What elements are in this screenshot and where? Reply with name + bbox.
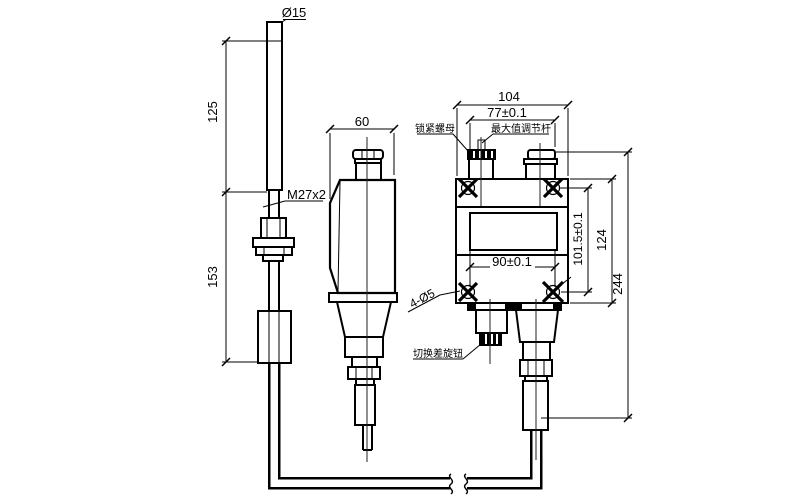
bolt-top-right (542, 177, 564, 199)
dim-101-5: 101.5±0.1 (571, 212, 585, 266)
front-window (468, 211, 559, 252)
label-diff-knob: 切换差旋钮 (413, 347, 463, 360)
label-max-value-rod: 最大值调节杆 (491, 122, 551, 135)
probe-block (257, 310, 292, 364)
dim-124: 124 (594, 229, 609, 251)
dim-77: 77±0.1 (487, 105, 527, 120)
bolt-top-left (457, 177, 479, 199)
bolt-bottom-right (541, 276, 572, 304)
probe-view (252, 21, 295, 364)
probe-dimensions (221, 19, 323, 367)
front-dimensions (407, 100, 633, 423)
dim-104: 104 (498, 89, 520, 104)
dim-244: 244 (610, 273, 625, 295)
dim-153: 153 (205, 266, 220, 288)
dim-125: 125 (205, 101, 220, 123)
capillary-tube (267, 363, 543, 490)
bolt-bottom-left (457, 281, 479, 303)
side-view (328, 149, 398, 451)
dim-90: 90±0.1 (492, 254, 532, 269)
capillary-break (448, 473, 469, 495)
dim-probe-diameter: Ø15 (282, 5, 307, 20)
side-dimensions (325, 124, 399, 199)
side-cylinder (354, 384, 376, 426)
label-thread: M27x2 (287, 187, 326, 202)
capillary-conn-body (514, 309, 560, 343)
mounting-bolts (457, 177, 572, 304)
dim-60: 60 (355, 114, 369, 129)
front-centerlines (480, 137, 541, 460)
label-lock-nut: 锁紧螺母 (415, 122, 455, 135)
